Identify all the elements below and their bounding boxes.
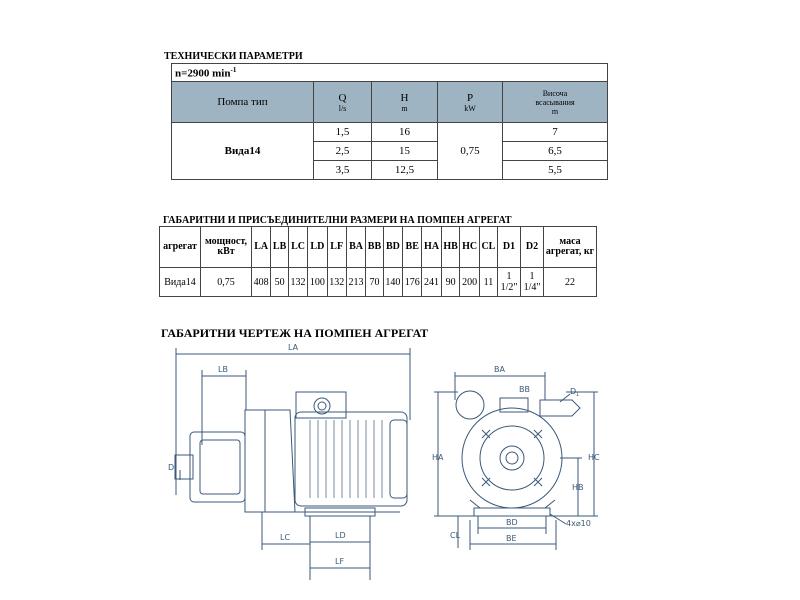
dim-ba: 213 (345, 267, 367, 297)
dimensions-data-row: Вида14 0,75 408 50 132 100 132 213 70 14… (159, 267, 597, 297)
model-cell: Вида14 (171, 122, 314, 180)
dim-mass: 22 (543, 267, 597, 297)
dimensions-header-row: агрегат мощност, кВт LA LB LC LD LF BA B… (159, 226, 597, 268)
label-ld: LD (335, 531, 346, 540)
label-bb: BB (519, 385, 530, 394)
label-ha: HA (432, 453, 444, 462)
label-lb: LB (218, 365, 228, 374)
label-be: BE (506, 534, 517, 543)
row2-q: 2,5 (313, 141, 372, 161)
row3-h: 12,5 (371, 160, 438, 180)
label-holes: 4x⌀10 (566, 519, 591, 528)
header-suction-line2: всасывания (535, 97, 575, 107)
header-q-unit: l/s (338, 103, 347, 113)
header-p-unit: kW (464, 103, 476, 113)
header-suction-unit: m (551, 106, 559, 116)
label-d1: D (570, 387, 576, 396)
speed-text: n=2900 min (175, 67, 231, 80)
dim-la: 408 (250, 267, 272, 297)
dim-hb: 90 (440, 267, 461, 297)
label-ba: BA (494, 365, 505, 374)
dim-d2: 1 1/4" (520, 267, 544, 297)
label-hc: HC (588, 453, 600, 462)
side-view (174, 348, 411, 580)
label-lf: LF (335, 557, 344, 566)
dim-power: 0,75 (200, 267, 252, 297)
drawing-title: ГАБАРИТНИ ЧЕРТЕЖ НА ПОМПЕН АГРЕГАТ (161, 326, 429, 340)
dim-header-d1: D1 (497, 226, 521, 268)
dimensions-title: ГАБАРИТНИ И ПРИСЪЕДИНИТЕЛНИ РАЗМЕРИ НА П… (163, 215, 512, 226)
label-bd: BD (506, 518, 518, 527)
speed-exponent: -1 (230, 65, 237, 74)
label-d1-sub: 1 (576, 392, 579, 398)
technical-title: ТЕХНИЧЕСКИ ПАРАМЕТРИ (164, 51, 303, 62)
label-cl: CL (450, 531, 461, 540)
dim-header-hc: HC (459, 226, 480, 268)
dim-header-ba: BA (345, 226, 367, 268)
label-hb: HB (572, 483, 584, 492)
dim-d1: 1 1/2" (497, 267, 521, 297)
label-d: D (168, 463, 174, 472)
dim-header-mass: маса агрегат, кг (543, 226, 597, 268)
label-la: LA (288, 343, 299, 352)
header-h-label: H (400, 91, 409, 104)
header-h-unit: m (401, 103, 408, 113)
header-p-label: P (466, 91, 474, 104)
row3-suction: 5,5 (502, 160, 608, 180)
dim-header-cl: CL (478, 226, 499, 268)
header-pump-type: Помпа тип (171, 81, 314, 123)
dim-header-power: мощност, кВт (200, 226, 252, 268)
end-view (434, 372, 598, 550)
dim-header-d2: D2 (520, 226, 544, 268)
dim-hc: 200 (459, 267, 480, 297)
header-suction-line1: Височа (542, 88, 568, 98)
header-q-label: Q (338, 91, 347, 104)
dim-unit: Вида14 (159, 267, 201, 297)
dim-cl: 11 (478, 267, 499, 297)
label-lc: LC (280, 533, 290, 542)
dimensions-table: агрегат мощност, кВт LA LB LC LD LF BA B… (159, 226, 597, 297)
dim-ha: 241 (421, 267, 442, 297)
